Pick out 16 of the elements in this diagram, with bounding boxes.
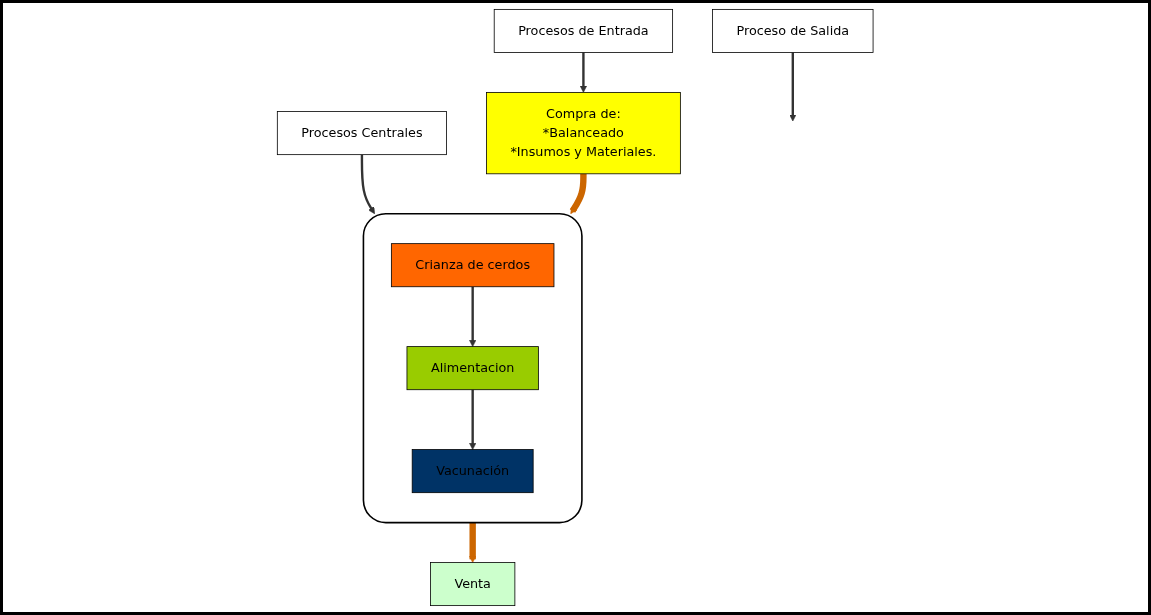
node-box: Proceso de Salida (712, 9, 874, 53)
arrow (789, 52, 797, 122)
arrow (570, 173, 587, 215)
node-box: Venta (430, 562, 516, 606)
node-box: Alimentacion (406, 346, 540, 391)
cluster (362, 212, 583, 524)
arrow (580, 52, 588, 93)
arrow (469, 389, 477, 450)
node-box: Crianza de cerdos (391, 243, 555, 288)
arrow (361, 154, 376, 215)
node-box: Vacunación (412, 449, 534, 494)
node-box: Compra de: *Balanceado *Insumos y Materiales. (486, 92, 682, 175)
arrow (469, 286, 477, 347)
arrow (469, 522, 477, 563)
node-box: Procesos de Entrada (494, 9, 674, 53)
node-box: Procesos Centrales (277, 111, 448, 156)
